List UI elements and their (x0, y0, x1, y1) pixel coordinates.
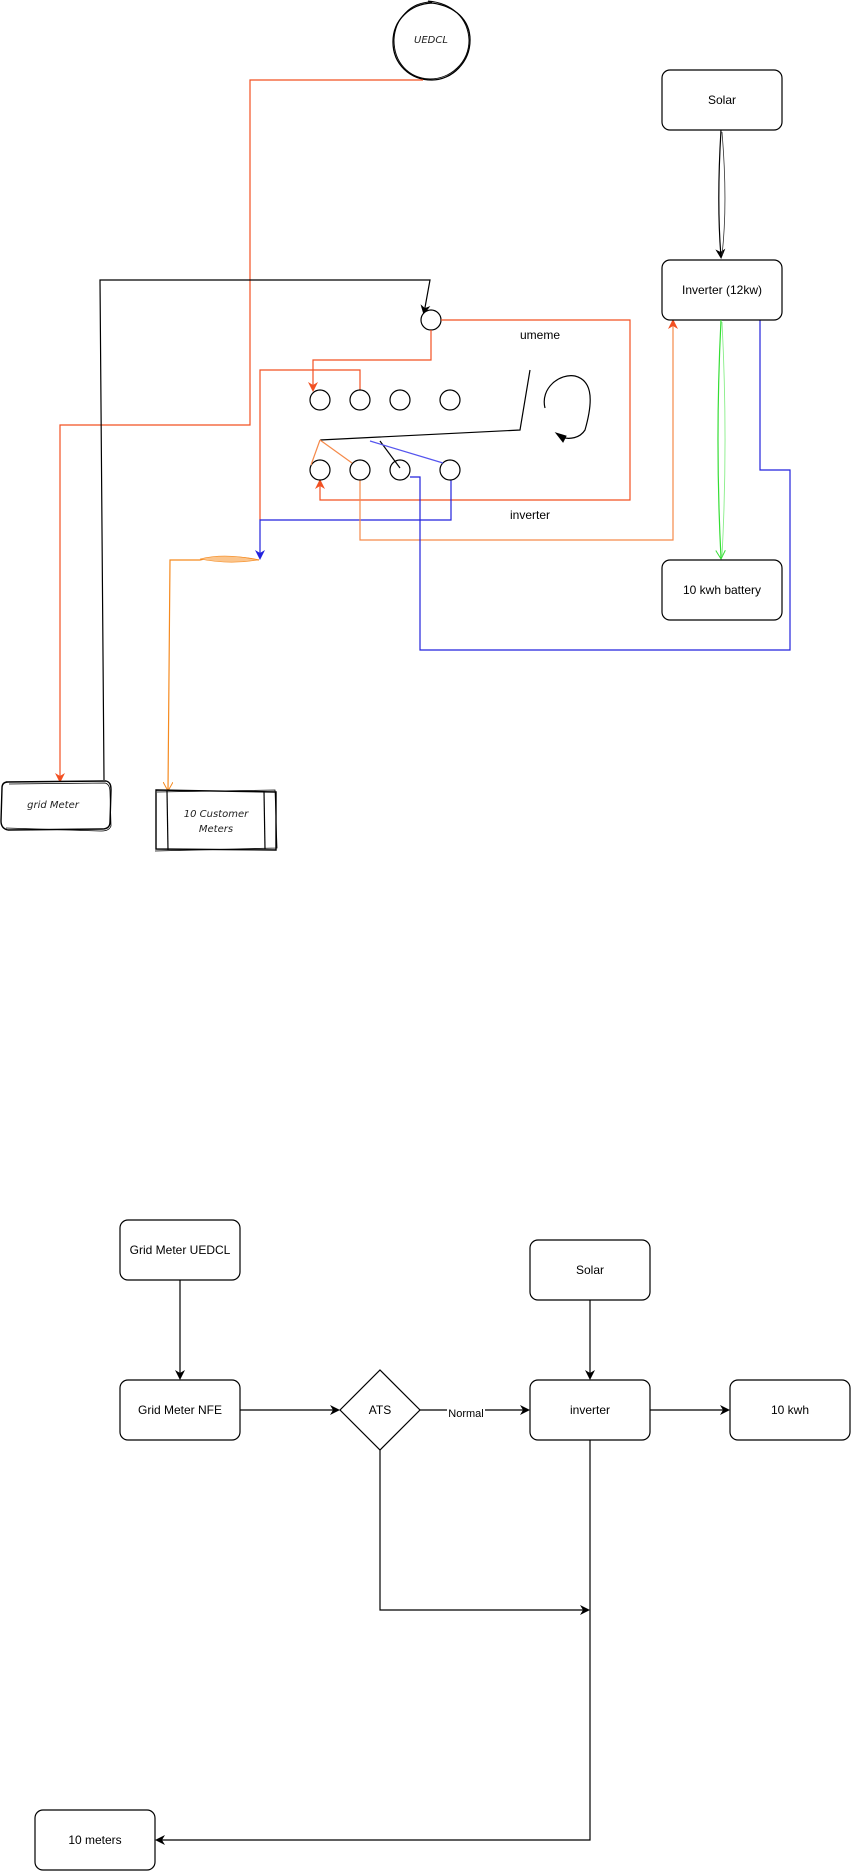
bottom-battery-node[interactable]: 10 kwh (729, 1379, 851, 1441)
bottom-diagram: Grid Meter UEDCL Grid Meter NFE ATS Norm… (34, 1219, 851, 1871)
bottom-inverter-node[interactable]: inverter (529, 1379, 651, 1441)
meters-label: 10 meters (68, 1833, 121, 1847)
wire-battery-sketch (721, 321, 726, 557)
edge-label-normal: Normal (448, 1408, 483, 1420)
wire-output-to-customer-meters (168, 556, 260, 790)
grid-meter-node[interactable]: grid Meter (0, 780, 112, 832)
switch-contact-1 (310, 439, 353, 466)
edge-inverter-to-meters (155, 1440, 591, 1845)
top-diagram: UEDCL (0, 0, 791, 852)
customer-meters-node[interactable]: 10 Customer Meters (154, 789, 278, 852)
bottom-inverter-label: inverter (570, 1403, 610, 1417)
inverter-label: Inverter (12kw) (682, 283, 762, 297)
terminal-bottom-3[interactable] (389, 459, 411, 481)
rotate-icon[interactable] (543, 375, 591, 443)
edge-ats-bypass (379, 1450, 590, 1615)
terminal-top-2[interactable] (349, 389, 371, 411)
terminal-bottom-2[interactable] (349, 459, 371, 481)
uedcl-node[interactable]: UEDCL (392, 0, 471, 81)
ats-label: ATS (369, 1403, 391, 1417)
switch-lever[interactable] (319, 369, 531, 441)
ats-node[interactable]: ATS (339, 1369, 421, 1451)
wire-solar-to-inverter (715, 129, 726, 259)
solar-node[interactable]: Solar (661, 69, 783, 131)
switch-contact-4 (369, 440, 444, 464)
switch-terminals-bottom (309, 459, 461, 481)
inverter-switch-label: inverter (510, 508, 550, 522)
umeme-input-terminal[interactable] (420, 309, 442, 331)
wire-bottom-terminal-4-to-output (255, 480, 452, 560)
switch-terminals-top (309, 389, 461, 411)
wire-umeme-to-terminal-1 (308, 330, 432, 392)
battery-node[interactable]: 10 kwh battery (661, 559, 783, 621)
terminal-top-3[interactable] (389, 389, 411, 411)
wire-inverter-to-bottom-terminal-3 (410, 320, 791, 651)
customer-meters-label-2: Meters (199, 824, 233, 835)
bottom-solar-label: Solar (576, 1263, 604, 1277)
wire-inverter-to-battery (718, 319, 721, 558)
grid-meter-label: grid Meter (27, 800, 80, 811)
terminal-top-4[interactable] (439, 389, 461, 411)
wire-uedcl-to-grid-meter (55, 79, 423, 783)
wire-grid-meter-to-umeme (99, 279, 431, 781)
terminal-top-1[interactable] (309, 389, 331, 411)
wire-terminal-2-to-output (259, 369, 361, 520)
wire-solar-sketch (721, 131, 726, 256)
umeme-label: umeme (520, 328, 560, 342)
battery-label: 10 kwh battery (683, 583, 761, 597)
edge-label-bg (447, 1406, 485, 1419)
meters-node[interactable]: 10 meters (34, 1809, 156, 1871)
grid-meter-nfe-node[interactable]: Grid Meter NFE (119, 1379, 241, 1441)
wire-terminal-2-to-inverter (359, 319, 678, 541)
grid-meter-nfe-label: Grid Meter NFE (138, 1403, 222, 1417)
customer-meters-label-1: 10 Customer (184, 809, 249, 820)
grid-meter-uedcl-node[interactable]: Grid Meter UEDCL (119, 1219, 241, 1281)
uedcl-label: UEDCL (414, 35, 448, 46)
solar-label: Solar (708, 93, 736, 107)
terminal-bottom-1[interactable] (309, 459, 331, 481)
bottom-battery-label: 10 kwh (771, 1403, 809, 1417)
bottom-solar-node[interactable]: Solar (529, 1239, 651, 1301)
grid-meter-uedcl-label: Grid Meter UEDCL (130, 1243, 231, 1257)
wire-umeme-loop-to-bottom-terminal (315, 319, 631, 501)
wire-sketch-blob (199, 555, 259, 563)
inverter-node[interactable]: Inverter (12kw) (661, 259, 783, 321)
terminal-bottom-4[interactable] (439, 459, 461, 481)
